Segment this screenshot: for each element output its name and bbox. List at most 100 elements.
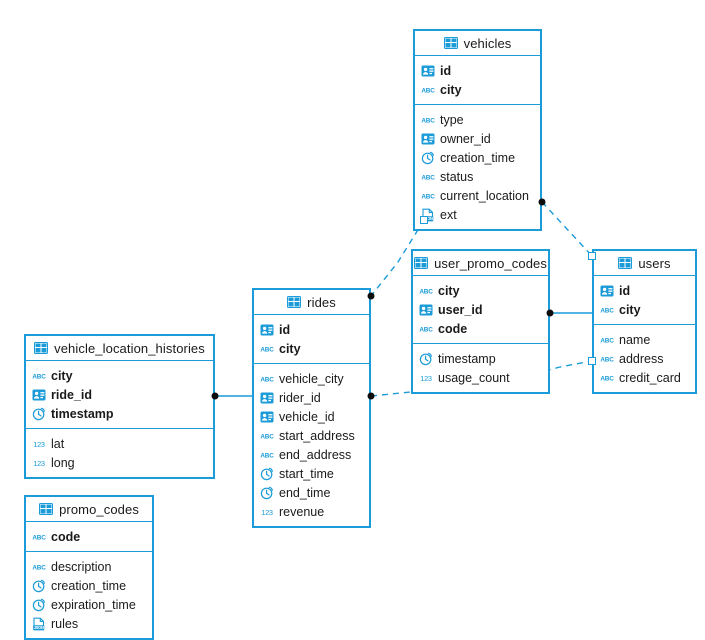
abc-text-icon: ABC [600,371,614,385]
field-label: code [438,321,468,336]
relationship-endpoint-dot-vehicles-to-rides-end [367,292,375,300]
field-label: creation_time [51,578,127,593]
svg-text:JSON: JSON [34,625,44,630]
field-row-id: id [415,61,540,80]
clock-icon [32,407,46,421]
table-header-user_promo_codes[interactable]: user_promo_codes [413,251,548,276]
field-row-user_id: user_id [413,300,548,319]
table-header-promo_codes[interactable]: promo_codes [26,497,152,522]
svg-text:ABC: ABC [421,174,435,181]
field-label: credit_card [619,370,681,385]
abc-text-icon: ABC [421,113,435,127]
field-row-id: id [594,281,695,300]
svg-text:123: 123 [261,507,273,516]
id-card-icon [600,284,614,298]
abc-text-icon: ABC [260,448,274,462]
field-label: user_id [438,302,483,317]
table-title: user_promo_codes [434,255,547,271]
field-label: id [619,283,631,298]
svg-text:ABC: ABC [260,452,274,459]
field-label: id [279,322,291,337]
table-header-users[interactable]: users [594,251,695,276]
field-label: end_address [279,447,352,462]
field-row-end_time: end_time [254,483,369,502]
abc-text-icon: ABC [600,352,614,366]
table-header-vehicles[interactable]: vehicles [415,31,540,56]
id-card-icon [421,132,435,146]
table-title: promo_codes [59,501,139,517]
relationship-endpoint-dot-user-promo-codes-to-users-start [546,309,554,317]
svg-text:ABC: ABC [32,534,46,541]
field-label: timestamp [438,351,496,366]
field-row-ext: JSONext [415,205,540,224]
field-row-expiration_time: expiration_time [26,595,152,614]
clock-icon [260,467,274,481]
field-row-end_address: ABC end_address [254,445,369,464]
field-label: creation_time [440,150,516,165]
primary-key-group-promo_codes: ABC code [26,522,152,552]
field-row-city: ABC city [594,300,695,319]
table-title: vehicle_location_histories [54,340,205,356]
json-file-icon: JSON [32,617,46,631]
field-label: end_time [279,485,331,500]
table-grid-icon [34,341,49,355]
field-row-vehicle_id: vehicle_id [254,407,369,426]
table-grid-icon [618,256,633,270]
abc-text-icon: ABC [32,560,46,574]
field-row-description: ABC description [26,557,152,576]
field-label: start_address [279,428,355,443]
123-number-icon: 123 [260,505,274,519]
field-label: city [440,82,462,97]
id-card-icon [260,323,274,337]
clock-icon [419,352,433,366]
table-header-vehicle_location_histories[interactable]: vehicle_location_histories [26,336,213,361]
relationship-endpoint-dot-vehicles-to-users-start [538,198,546,206]
field-label: code [51,529,81,544]
svg-text:ABC: ABC [32,564,46,571]
svg-text:123: 123 [33,458,45,467]
clock-icon [32,579,46,593]
relationship-line-vehicles-to-users [541,201,593,257]
svg-text:ABC: ABC [600,356,614,363]
field-row-start_time: start_time [254,464,369,483]
relationship-endpoint-square-vehicles-to-users-end [588,252,596,260]
field-label: city [619,302,641,317]
field-label: description [51,559,112,574]
abc-text-icon: ABC [600,333,614,347]
table-header-rides[interactable]: rides [254,290,369,315]
svg-text:ABC: ABC [32,373,46,380]
abc-text-icon: ABC [419,322,433,336]
id-card-icon [260,391,274,405]
table-grid-icon [39,502,54,516]
abc-text-icon: ABC [421,189,435,203]
svg-text:ABC: ABC [600,337,614,344]
field-row-rider_id: rider_id [254,388,369,407]
abc-text-icon: ABC [260,342,274,356]
abc-text-icon: ABC [600,303,614,317]
clock-icon [32,598,46,612]
field-label: id [440,63,452,78]
svg-text:ABC: ABC [421,87,435,94]
field-row-code: ABC code [413,319,548,338]
